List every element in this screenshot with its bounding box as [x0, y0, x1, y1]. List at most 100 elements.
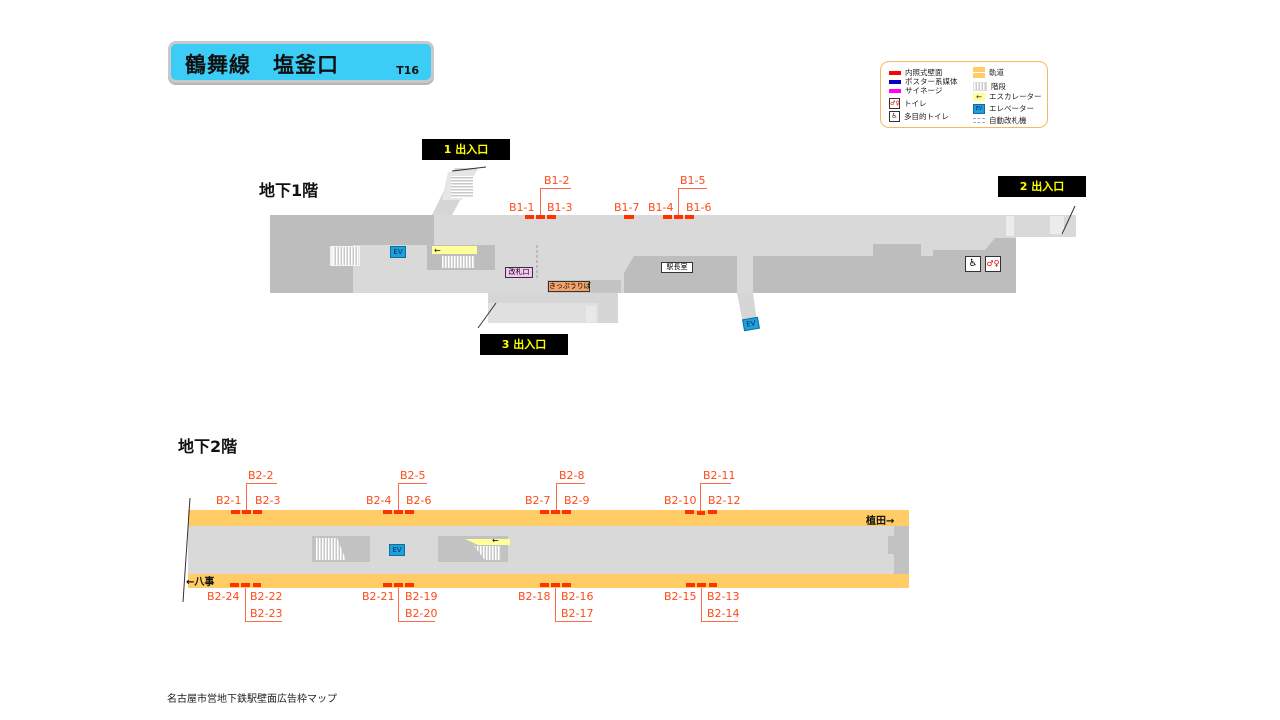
ad-frame-B1-2[interactable] [536, 215, 545, 219]
legend-item: EV エレベーター [973, 103, 1034, 114]
exit-1-sign: 1 出入口 [422, 139, 510, 160]
leader-line [246, 483, 277, 511]
stairs-icon [316, 538, 346, 560]
ad-label[interactable]: B1-4 [648, 201, 674, 214]
ad-frame-B2-16[interactable] [562, 583, 571, 587]
legend-label: サイネージ [905, 86, 943, 95]
ad-label[interactable]: B2-16 [561, 590, 594, 603]
ad-label[interactable]: B1-7 [614, 201, 640, 214]
ad-label[interactable]: B2-5 [400, 469, 426, 482]
ad-frame-B1-6[interactable] [685, 215, 694, 219]
ad-frame-B2-24[interactable] [230, 583, 239, 587]
ad-label[interactable]: B2-8 [559, 469, 585, 482]
ad-label[interactable]: B2-10 [664, 494, 697, 507]
ad-label[interactable]: B2-15 [664, 590, 697, 603]
ad-frame-B2-1[interactable] [231, 510, 240, 514]
legend-item: ♂♀ トイレ [889, 98, 927, 109]
legend-label: エスカレーター [989, 92, 1042, 101]
stairs-icon [442, 256, 475, 268]
ad-label[interactable]: B2-7 [525, 494, 551, 507]
station-master-office-sign: 駅長室 [661, 262, 693, 273]
elevator-icon: EV [973, 103, 985, 114]
legend-label: 自動改札機 [989, 116, 1027, 125]
ad-label[interactable]: B2-13 [707, 590, 740, 603]
ad-frame-B1-7[interactable] [624, 215, 634, 219]
ad-label[interactable]: B2-17 [561, 607, 594, 620]
ad-label[interactable]: B2-9 [564, 494, 590, 507]
ad-label[interactable]: B2-24 [207, 590, 240, 603]
ad-label[interactable]: B2-19 [405, 590, 438, 603]
ad-frame-B2-11[interactable] [697, 511, 705, 515]
escalator-icon: ← [973, 92, 985, 101]
exit-2-sign: 2 出入口 [998, 176, 1086, 197]
ad-label[interactable]: B2-18 [518, 590, 551, 603]
ad-frame-B1-3[interactable] [547, 215, 556, 219]
ad-label[interactable]: B2-1 [216, 494, 242, 507]
ad-frame-B2-17[interactable] [551, 583, 560, 587]
ad-frame-B1-1[interactable] [525, 215, 534, 219]
elevator-icon: EV [390, 246, 406, 258]
direction-ueda: 植田→ [866, 516, 895, 527]
ad-frame-B2-21[interactable] [383, 583, 392, 587]
accessible-toilet-icon: ♿ [965, 256, 981, 272]
ad-frame-B2-10[interactable] [685, 510, 694, 514]
ad-label[interactable]: B1-1 [509, 201, 535, 214]
magenta-bar-swatch-icon [889, 88, 901, 93]
ad-frame-B2-19[interactable] [405, 583, 414, 587]
ad-label[interactable]: B2-21 [362, 590, 395, 603]
leader-line [555, 588, 592, 622]
floor-b1-title: 地下1階 [259, 181, 319, 200]
leader-line [398, 588, 435, 622]
ad-label[interactable]: B2-20 [405, 607, 438, 620]
ad-frame-B2-13[interactable] [709, 583, 717, 587]
ad-frame-B2-22[interactable] [253, 583, 261, 587]
ad-label[interactable]: B2-23 [250, 607, 283, 620]
ad-frame-B2-7[interactable] [540, 510, 549, 514]
ad-frame-B2-18[interactable] [540, 583, 549, 587]
ad-frame-B2-2[interactable] [242, 510, 251, 514]
ad-frame-B2-15[interactable] [686, 583, 695, 587]
track-swatch-icon [973, 66, 985, 78]
ad-label[interactable]: B2-14 [707, 607, 740, 620]
ad-label[interactable]: B2-22 [250, 590, 283, 603]
legend-item: ← エスカレーター [973, 91, 1042, 102]
stairs-icon [451, 176, 473, 198]
ad-frame-B2-9[interactable] [562, 510, 571, 514]
leader-line [700, 483, 731, 511]
ad-frame-B2-6[interactable] [405, 510, 414, 514]
legend: 内照式壁面 ポスター系媒体 サイネージ ♂♀ トイレ ♿ 多目的トイレ 軌道 階… [880, 61, 1048, 128]
exit-3-sign: 3 出入口 [480, 334, 568, 355]
ad-label[interactable]: B2-12 [708, 494, 741, 507]
leader-line [556, 483, 585, 511]
legend-label: ポスター系媒体 [905, 77, 958, 86]
ad-label[interactable]: B1-2 [544, 174, 570, 187]
legend-label: 内照式壁面 [905, 68, 943, 77]
ad-label[interactable]: B2-4 [366, 494, 392, 507]
ad-label[interactable]: B1-6 [686, 201, 712, 214]
ad-frame-B2-8[interactable] [551, 510, 560, 514]
red-bar-swatch-icon [889, 70, 901, 75]
legend-item: 階段 [973, 81, 1006, 92]
ad-frame-B2-20[interactable] [394, 583, 403, 587]
ad-frame-B2-12[interactable] [708, 510, 717, 514]
leader-line [540, 188, 571, 216]
floor-b2-title: 地下2階 [178, 437, 238, 456]
floor-b2-plan [182, 497, 909, 603]
legend-label: 多目的トイレ [904, 112, 949, 121]
ad-label[interactable]: B1-5 [680, 174, 706, 187]
ad-frame-B2-14[interactable] [697, 583, 706, 587]
legend-label: 軌道 [989, 67, 1004, 77]
ad-label[interactable]: B2-3 [255, 494, 281, 507]
ad-frame-B2-23[interactable] [241, 583, 250, 587]
ad-label[interactable]: B2-6 [406, 494, 432, 507]
ad-label[interactable]: B2-2 [248, 469, 274, 482]
ad-frame-B2-5[interactable] [394, 510, 403, 514]
ad-label[interactable]: B1-3 [547, 201, 573, 214]
ad-frame-B1-4[interactable] [663, 215, 672, 219]
ad-frame-B2-3[interactable] [253, 510, 262, 514]
ad-frame-B2-4[interactable] [383, 510, 392, 514]
line-station-name: 鶴舞線 塩釜口 [185, 53, 339, 77]
ad-frame-B1-5[interactable] [674, 215, 683, 219]
toilet-icon: ♂♀ [985, 256, 1001, 272]
ad-label[interactable]: B2-11 [703, 469, 736, 482]
